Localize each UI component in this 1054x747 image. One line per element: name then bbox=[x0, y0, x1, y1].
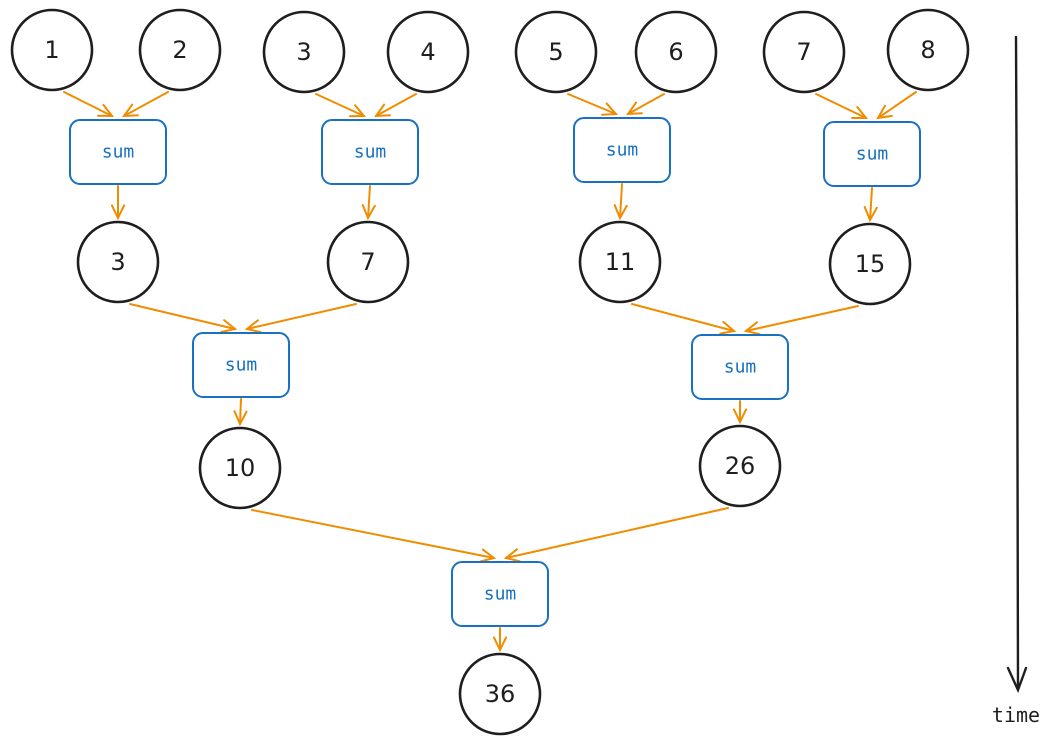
edge-in6-op3 bbox=[625, 93, 665, 116]
value-node-in1: 1 bbox=[10, 8, 94, 92]
value-node-t1: 10 bbox=[198, 426, 282, 510]
time-axis: time bbox=[992, 35, 1040, 727]
value-node-s4: 15 bbox=[828, 222, 912, 306]
time-label: time bbox=[992, 703, 1040, 727]
value-node-s2: 7 bbox=[326, 220, 410, 304]
sum-op-label: sum bbox=[102, 142, 135, 163]
value-node-in4: 4 bbox=[386, 10, 470, 94]
sum-op-label: sum bbox=[484, 584, 517, 605]
sum-op-label: sum bbox=[606, 140, 639, 161]
value-node-in3: 3 bbox=[262, 10, 346, 94]
edge-op5-t1 bbox=[233, 398, 248, 427]
value-node-label: 5 bbox=[548, 38, 563, 66]
value-node-label: 1 bbox=[44, 36, 59, 64]
sum-op-label: sum bbox=[354, 142, 387, 163]
edge-t2-op7 bbox=[503, 507, 729, 563]
sum-op-2: sum bbox=[321, 119, 419, 185]
edge-op3-s3 bbox=[613, 183, 628, 221]
value-node-in7: 7 bbox=[762, 10, 846, 94]
value-node-label: 7 bbox=[360, 248, 375, 276]
edge-op4-s4 bbox=[863, 187, 878, 223]
sum-op-7: sum bbox=[451, 561, 549, 627]
sum-op-5: sum bbox=[192, 332, 290, 398]
value-node-label: 7 bbox=[796, 38, 811, 66]
edge-in4-op2 bbox=[373, 93, 417, 118]
value-node-in6: 6 bbox=[634, 10, 718, 94]
value-node-in8: 8 bbox=[886, 8, 970, 92]
edges-layer bbox=[63, 91, 917, 653]
value-node-s1: 3 bbox=[76, 220, 160, 304]
edge-in5-op3 bbox=[567, 93, 619, 116]
value-node-label: 36 bbox=[485, 680, 516, 708]
edge-in7-op4 bbox=[815, 93, 869, 120]
value-node-label: 11 bbox=[605, 248, 636, 276]
edge-in8-op4 bbox=[876, 91, 917, 120]
value-node-label: 2 bbox=[172, 36, 187, 64]
value-node-label: 6 bbox=[668, 38, 683, 66]
ops-layer: sum sum sum sum sum sum sum bbox=[69, 117, 921, 627]
edge-op7-total bbox=[492, 627, 508, 653]
sum-op-6: sum bbox=[691, 334, 789, 400]
edge-in2-op1 bbox=[121, 91, 169, 118]
edge-s2-op5 bbox=[244, 303, 357, 334]
sum-op-label: sum bbox=[856, 144, 889, 165]
edge-t1-op7 bbox=[251, 509, 497, 563]
sum-op-label: sum bbox=[724, 357, 757, 378]
edge-op6-t2 bbox=[732, 400, 748, 425]
edge-s4-op6 bbox=[743, 305, 859, 336]
edge-s1-op5 bbox=[129, 303, 238, 334]
value-node-label: 26 bbox=[725, 452, 756, 480]
value-node-label: 3 bbox=[296, 38, 311, 66]
edge-in1-op1 bbox=[63, 91, 115, 118]
value-node-t2: 26 bbox=[698, 424, 782, 508]
edge-s3-op6 bbox=[631, 303, 737, 335]
value-node-in5: 5 bbox=[514, 10, 598, 94]
sum-op-4: sum bbox=[823, 121, 921, 187]
edge-in3-op2 bbox=[315, 93, 367, 118]
value-node-s3: 11 bbox=[578, 220, 662, 304]
nodes-layer: 1 2 3 4 5 6 7 8 3 7 11 15 10 26 36 bbox=[10, 8, 970, 736]
edge-op2-s2 bbox=[361, 185, 376, 221]
sum-op-1: sum bbox=[69, 119, 167, 185]
value-node-label: 3 bbox=[110, 248, 125, 276]
edge-op1-s1 bbox=[110, 185, 126, 221]
sum-op-label: sum bbox=[225, 355, 258, 376]
time-arrow-line bbox=[1014, 35, 1020, 690]
value-node-total: 36 bbox=[458, 652, 542, 736]
value-node-label: 10 bbox=[225, 454, 256, 482]
time-arrow-head bbox=[1006, 666, 1028, 694]
value-node-label: 8 bbox=[920, 36, 935, 64]
value-node-label: 4 bbox=[420, 38, 435, 66]
sum-op-3: sum bbox=[573, 117, 671, 183]
value-node-label: 15 bbox=[855, 250, 886, 278]
value-node-in2: 2 bbox=[138, 8, 222, 92]
